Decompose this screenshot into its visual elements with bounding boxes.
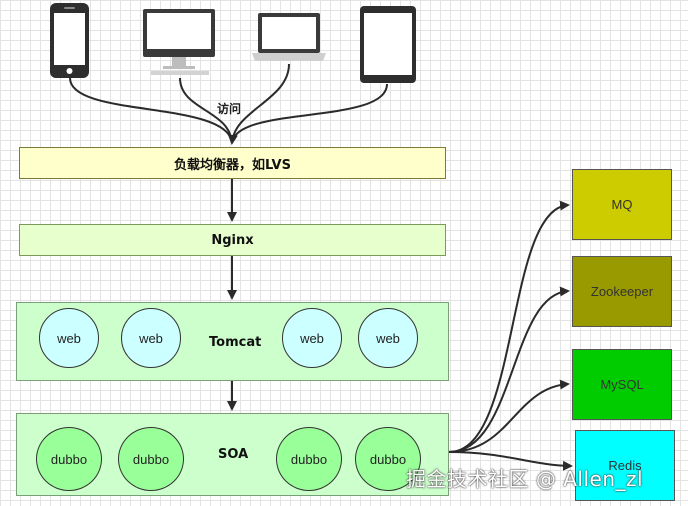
dubbo-node: dubbo bbox=[276, 427, 342, 491]
watermark: 掘金技术社区 @ Allen_zl bbox=[406, 467, 644, 491]
edge-label-access: 访问 bbox=[217, 102, 242, 116]
web-node: web bbox=[121, 308, 181, 368]
web-node: web bbox=[282, 308, 342, 368]
dubbo-node: dubbo bbox=[118, 427, 184, 491]
soa-label: SOA bbox=[218, 447, 249, 462]
edge-soa-to-mysql bbox=[448, 379, 570, 453]
tablet-icon bbox=[360, 6, 416, 83]
edge-soa-to-zookeeper bbox=[448, 286, 570, 453]
zookeeper-box: Zookeeper bbox=[572, 256, 672, 327]
edge-desktop-to-lb bbox=[179, 77, 233, 144]
dubbo-node: dubbo bbox=[36, 427, 102, 491]
load-balancer-box: 负载均衡器，如LVS bbox=[19, 147, 446, 179]
edge-tablet-to-lb bbox=[227, 83, 388, 145]
desktop-monitor-icon bbox=[143, 9, 215, 75]
edge-soa-to-redis bbox=[448, 451, 573, 471]
dubbo-node: dubbo bbox=[355, 427, 421, 491]
web-node: web bbox=[39, 308, 99, 368]
laptop-icon bbox=[252, 13, 326, 61]
web-node: web bbox=[358, 308, 418, 368]
tomcat-label: Tomcat bbox=[209, 335, 262, 350]
edge-phone-to-lb bbox=[69, 77, 233, 144]
smartphone-icon bbox=[50, 3, 89, 78]
nginx-box: Nginx bbox=[19, 224, 446, 256]
edge-soa-to-mq bbox=[448, 200, 570, 453]
mysql-box: MySQL bbox=[572, 349, 672, 420]
redis-box: Redis bbox=[575, 430, 675, 501]
mq-box: MQ bbox=[572, 169, 672, 240]
edge-laptop-to-lb bbox=[231, 63, 290, 144]
